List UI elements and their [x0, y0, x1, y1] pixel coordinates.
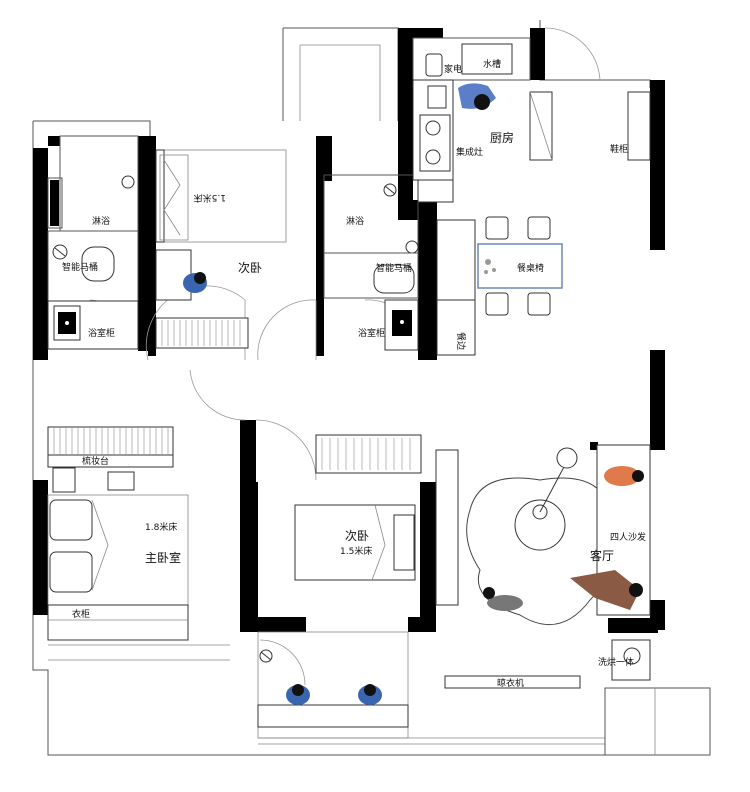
walls [33, 28, 665, 633]
kitchen: 水槽 家电 集成灶 厨房 鞋柜 [412, 37, 651, 203]
bed-rotated-label: 1.5米床 [194, 192, 226, 204]
wardrobe-label: 衣柜 [72, 608, 90, 620]
stove-label: 集成灶 [456, 146, 483, 158]
person-sofa-bottom [570, 570, 643, 610]
right-bathroom: 淋浴 智能马桶 浴室柜 [323, 174, 419, 351]
master-bed-label: 1.8米床 [145, 521, 177, 533]
outline-lines [32, 20, 711, 756]
dining-label: 餐桌椅 [517, 262, 544, 274]
doors [89, 27, 601, 686]
dresser-label: 梳妆台 [82, 455, 109, 467]
dryer-label: 晾衣机 [497, 677, 524, 689]
smart-toilet-right-label: 智能马桶 [376, 262, 412, 274]
dining: 餐桌椅 餐边 [436, 216, 563, 356]
bath-cabinet-left-label: 浴室柜 [88, 327, 115, 339]
second-bedroom-top: 1.5米床 次卧 [155, 149, 287, 349]
smart-toilet-left-label: 智能马桶 [62, 261, 98, 273]
shower-right-label: 淋浴 [346, 215, 364, 227]
washer-label: 洗烘一体 [598, 656, 634, 668]
bed-bottom-label: 1.5米床 [340, 545, 372, 557]
second-bedroom-top-label: 次卧 [238, 261, 262, 275]
shoe-cabinet-label: 鞋柜 [610, 143, 628, 155]
master-bedroom-label: 主卧室 [145, 550, 181, 565]
sink-label: 水槽 [483, 58, 501, 70]
person-sofa-top [604, 466, 644, 486]
person-desk-top [183, 272, 207, 293]
appliance-label: 家电 [444, 63, 462, 75]
master-bedroom: 梳妆台 1.8米床 主卧室 衣柜 [47, 426, 189, 641]
left-bathroom: 淋浴 智能马桶 浴室柜 [47, 135, 139, 350]
living-room-label: 客厅 [590, 548, 614, 563]
sofa-label: 四人沙发 [610, 531, 646, 543]
kitchen-label: 厨房 [490, 130, 514, 145]
second-bedroom-bottom: 次卧 1.5米床 [294, 434, 422, 581]
second-bedroom-bottom-label: 次卧 [345, 529, 369, 543]
shower-left-label: 淋浴 [92, 215, 110, 227]
bath-cabinet-right-label: 浴室柜 [358, 327, 385, 339]
side-cabinet-label: 餐边 [455, 332, 467, 350]
living-room: 四人沙发 客厅 洗烘一体 晾衣机 [435, 444, 651, 689]
person-kitchen [458, 83, 496, 110]
person-floor [483, 587, 523, 611]
person-balcony-right [358, 684, 382, 705]
balcony [257, 631, 409, 739]
person-balcony-left [286, 684, 310, 705]
